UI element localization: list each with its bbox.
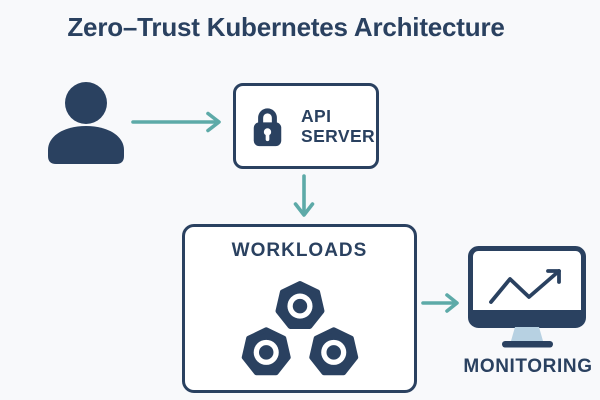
api-server-label: API SERVER xyxy=(301,106,375,146)
arrow-user-to-api-server xyxy=(131,111,221,133)
api-server-label-line2: SERVER xyxy=(301,126,376,146)
monitor-chart-icon xyxy=(468,246,586,348)
workloads-label: WORKLOADS xyxy=(231,240,368,261)
api-server-node: API SERVER xyxy=(233,83,379,169)
monitoring-label: MONITORING xyxy=(463,356,593,377)
workloads-node: WORKLOADS xyxy=(182,224,417,393)
heptagon-pods-icon xyxy=(241,281,359,376)
lock-icon xyxy=(253,108,282,147)
arrow-workloads-to-monitoring xyxy=(421,293,459,313)
api-server-label-line1: API xyxy=(301,106,332,126)
diagram-title: Zero–Trust Kubernetes Architecture xyxy=(67,12,505,42)
arrow-api-server-to-workloads xyxy=(293,174,315,217)
person-icon xyxy=(48,82,124,164)
